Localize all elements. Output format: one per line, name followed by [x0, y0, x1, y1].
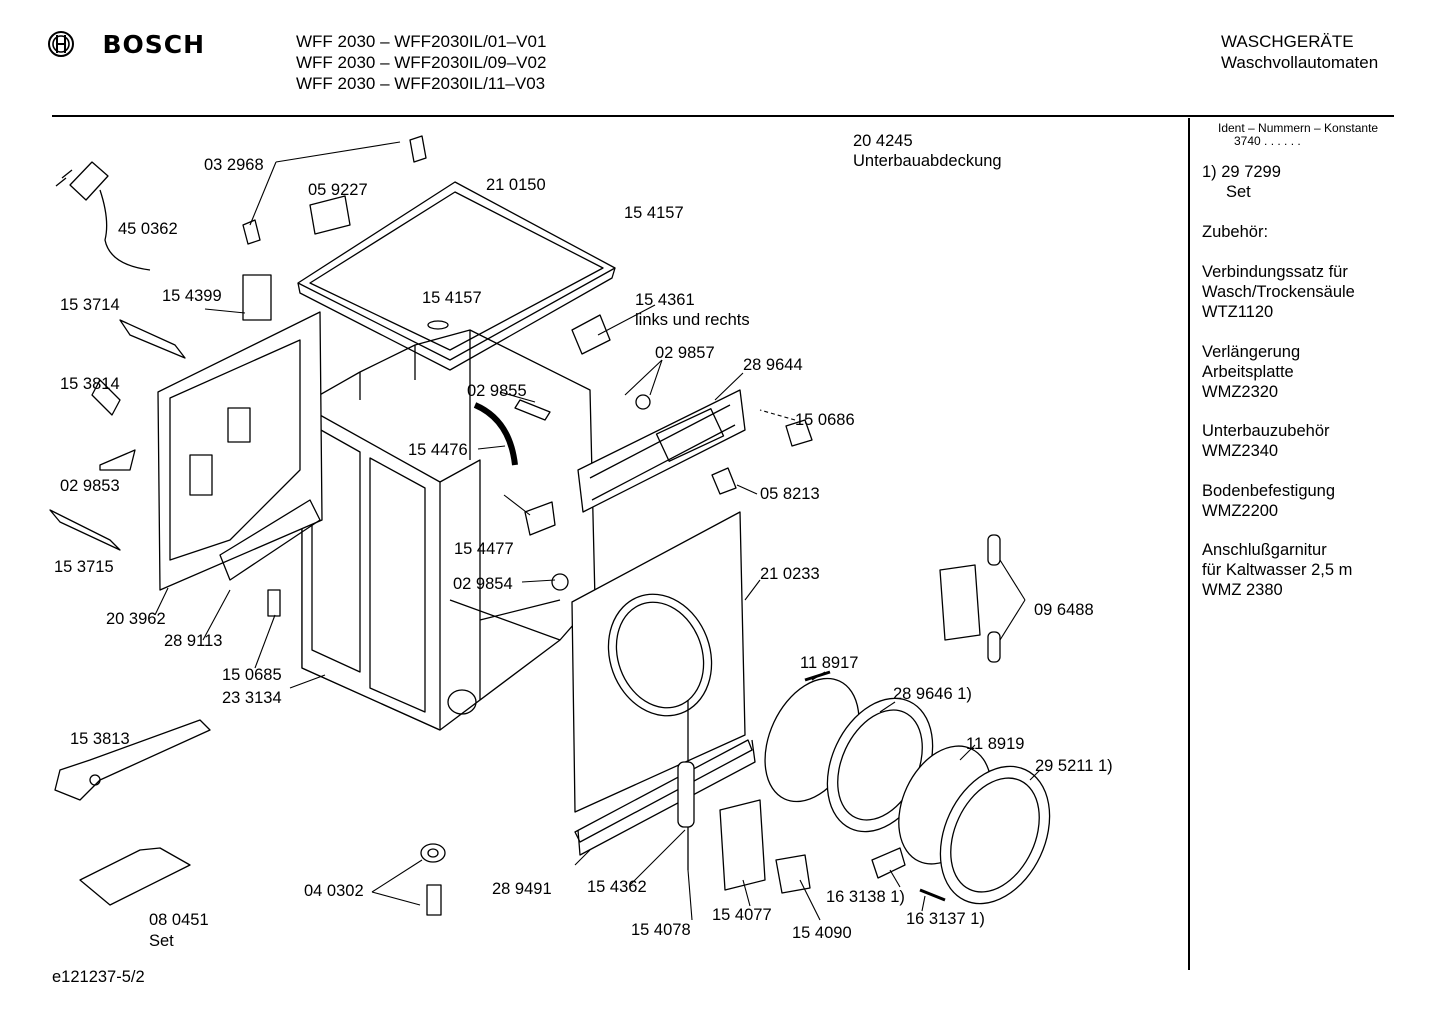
note-set: Set: [1226, 183, 1251, 201]
accessory-line: Unterbauzubehör: [1202, 422, 1330, 440]
part-description: links und rechts: [635, 311, 750, 329]
accessory-item: Unterbauzubehör WMZ2340: [1202, 421, 1330, 461]
part-label: 16 3138 1): [826, 888, 905, 906]
accessory-line: Anschlußgarnitur: [1202, 541, 1327, 559]
part-label: 16 3137 1): [906, 910, 985, 928]
accessory-line: Bodenbefestigung: [1202, 482, 1336, 500]
note-number: 1) 29 7299: [1202, 163, 1281, 181]
drawing-code: e121237-5/2: [52, 968, 145, 986]
accessory-line: WTZ1120: [1202, 303, 1274, 321]
part-label: 28 9113: [164, 632, 223, 650]
part-label: 15 3715: [54, 558, 114, 576]
part-label: 15 4361: [635, 291, 695, 309]
accessory-line: Verlängerung: [1202, 343, 1301, 361]
accessory-line: Arbeitsplatte: [1202, 363, 1294, 381]
part-label: 15 4077: [712, 906, 772, 924]
accessory-item: Verlängerung Arbeitsplatte WMZ2320: [1202, 342, 1300, 402]
control-panel: [577, 389, 746, 513]
bosch-logo: BOSCH: [46, 29, 205, 59]
accessories-title: Zubehör:: [1202, 223, 1269, 241]
part-label: 02 9854: [453, 575, 513, 593]
part-label: 15 4477: [454, 540, 514, 558]
model-line: WFF 2030 – WFF2030IL/01–V01: [296, 32, 547, 51]
part-label: 05 8213: [760, 485, 820, 503]
part-label: 28 9491: [492, 880, 552, 898]
rear-panel: [157, 311, 323, 591]
part-label: 15 4476: [408, 441, 468, 459]
part-label: 09 6488: [1034, 601, 1094, 619]
part-label: 15 4399: [162, 287, 222, 305]
part-label: 02 9853: [60, 477, 120, 495]
part-label: 15 3714: [60, 296, 120, 314]
part-label: 20 3962: [106, 610, 166, 628]
accessory-item: Anschlußgarnitur für Kaltwasser 2,5 m WM…: [1202, 540, 1352, 600]
part-label: 02 9855: [467, 382, 527, 400]
part-description: Unterbauabdeckung: [853, 152, 1002, 170]
part-label: 08 0451: [149, 911, 209, 929]
accessory-line: Verbindungssatz für: [1202, 263, 1348, 281]
part-label: 45 0362: [118, 220, 178, 238]
part-label: 28 9646 1): [893, 685, 972, 703]
model-line: WFF 2030 – WFF2030IL/09–V02: [296, 53, 547, 72]
part-label: 15 0686: [795, 411, 855, 429]
part-label: 28 9644: [743, 356, 803, 374]
nut-bolt-icon: [420, 843, 446, 916]
part-label: 15 4362: [587, 878, 647, 896]
part-label: 02 9857: [655, 344, 715, 362]
part-label: 29 5211 1): [1035, 757, 1113, 775]
accessory-line: WMZ 2380: [1202, 581, 1283, 599]
brand-name: BOSCH: [102, 29, 206, 59]
ident-title: Ident – Nummern – Konstante: [1218, 121, 1379, 135]
accessory-item: Verbindungssatz für Wasch/Trockensäule W…: [1202, 262, 1355, 322]
subcategory: Waschvollautomaten: [1221, 53, 1379, 72]
door-parts: [764, 677, 1051, 905]
hinge: [939, 534, 1001, 663]
top-cover: [297, 181, 616, 371]
category: WASCHGERÄTE: [1221, 32, 1354, 51]
part-label: 15 4157: [624, 204, 684, 222]
header-divider: [52, 115, 1394, 117]
part-label: 15 0685: [222, 666, 282, 684]
ident-value: 3740 . . . . . .: [1234, 134, 1301, 148]
accessory-line: WMZ2320: [1202, 383, 1279, 401]
part-label: 11 8919: [966, 735, 1025, 753]
accessory-line: für Kaltwasser 2,5 m: [1202, 561, 1353, 579]
front-panel: [571, 511, 746, 813]
part-label: 15 4090: [792, 924, 852, 942]
model-line: WFF 2030 – WFF2030IL/11–V03: [296, 74, 546, 93]
cabinet: [301, 329, 596, 731]
bracket-icon: [79, 847, 191, 906]
part-label: 20 4245: [853, 132, 913, 150]
part-label: 23 3134: [222, 689, 282, 707]
accessory-item: Bodenbefestigung WMZ2200: [1202, 481, 1335, 521]
part-label: 15 3813: [70, 730, 130, 748]
accessory-line: WMZ2340: [1202, 442, 1279, 460]
part-label: 03 2968: [204, 156, 264, 174]
power-plug-icon: [55, 161, 151, 271]
accessory-line: WMZ2200: [1202, 502, 1279, 520]
part-label: 11 8917: [800, 654, 859, 672]
part-label: 21 0233: [760, 565, 820, 583]
category-block: WASCHGERÄTE Waschvollautomaten: [1221, 31, 1378, 73]
part-label: 15 3814: [60, 375, 120, 393]
part-label: 04 0302: [304, 882, 364, 900]
wrench-icon: [54, 719, 211, 801]
part-description: Set: [149, 932, 174, 950]
part-label: 15 4157: [422, 289, 482, 307]
model-list: WFF 2030 – WFF2030IL/01–V01 WFF 2030 – W…: [296, 31, 546, 94]
part-label: 15 4078: [631, 921, 691, 939]
accessory-line: Wasch/Trockensäule: [1202, 283, 1355, 301]
sidebar-divider: [1188, 118, 1190, 970]
part-label: 05 9227: [308, 181, 368, 199]
bosch-emblem-icon: [48, 31, 74, 57]
part-label: 21 0150: [486, 176, 546, 194]
